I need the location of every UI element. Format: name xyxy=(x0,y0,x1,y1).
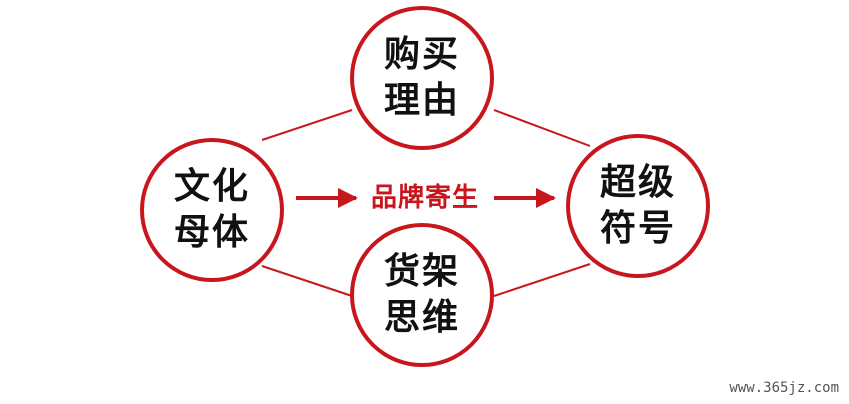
node-label-line1: 超级 xyxy=(599,162,676,203)
node-label-line2: 思维 xyxy=(383,297,460,338)
node-culture-mother: 文化 母体 xyxy=(140,138,284,282)
node-label-line1: 货架 xyxy=(383,251,460,292)
edge-left-top xyxy=(261,109,353,141)
watermark: www.365jz.com xyxy=(729,380,839,396)
node-purchase-reason: 购买 理由 xyxy=(350,6,494,150)
edge-top-right xyxy=(493,109,591,147)
node-super-symbol: 超级 符号 xyxy=(566,134,710,278)
edge-left-bottom xyxy=(261,265,353,297)
node-label-line2: 符号 xyxy=(599,208,676,249)
node-label-line2: 理由 xyxy=(383,80,460,121)
node-label-line2: 母体 xyxy=(173,212,250,253)
center-flow-label: 品牌寄生 xyxy=(370,183,479,213)
edge-bottom-right xyxy=(493,263,591,297)
node-shelf-thinking: 货架 思维 xyxy=(350,223,494,367)
node-label-line1: 购买 xyxy=(383,34,460,75)
node-label-line1: 文化 xyxy=(173,166,250,207)
